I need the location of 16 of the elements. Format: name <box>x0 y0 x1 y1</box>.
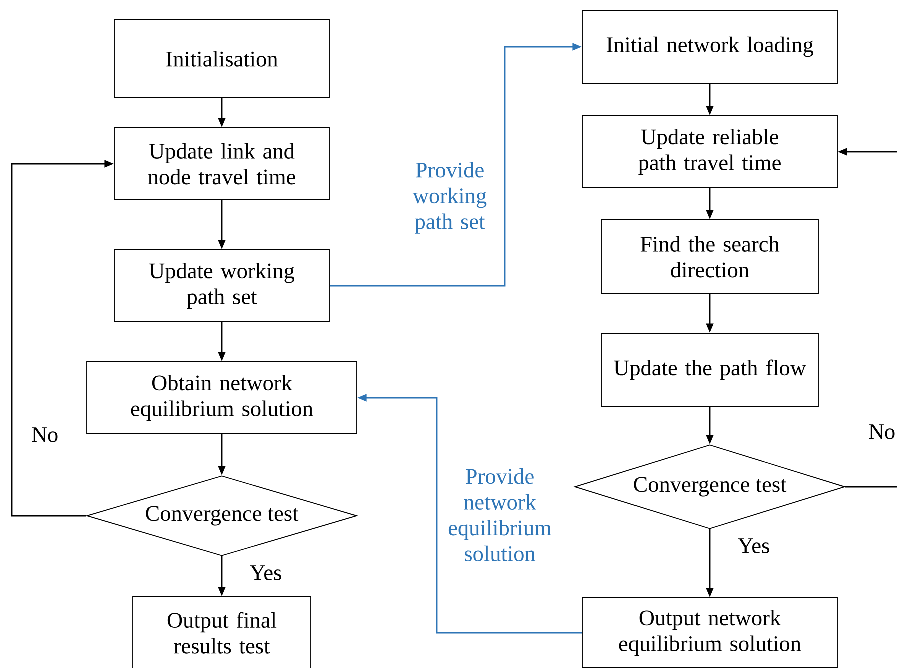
edge-label: Provide network equilibrium solution <box>438 467 562 563</box>
process-box: Find the search direction <box>601 220 819 294</box>
process-box: Initial network loading <box>582 10 838 84</box>
process-box: Update reliable path travel time <box>582 116 838 188</box>
edge-label: Yes <box>248 564 284 582</box>
process-box: Output network equilibrium solution <box>582 598 838 668</box>
process-box: Output final results test <box>132 596 312 668</box>
process-box: Update working path set <box>114 250 330 322</box>
process-box: Initialisation <box>114 20 330 98</box>
process-box: Update the path flow <box>601 333 819 407</box>
edge-label: No <box>30 426 60 444</box>
edge-label: Provide working path set <box>398 160 502 236</box>
edge-label: No <box>867 423 897 441</box>
process-box: Update link and node travel time <box>114 128 330 200</box>
edge-label: Yes <box>736 537 772 555</box>
process-box: Obtain network equilibrium solution <box>86 362 358 434</box>
